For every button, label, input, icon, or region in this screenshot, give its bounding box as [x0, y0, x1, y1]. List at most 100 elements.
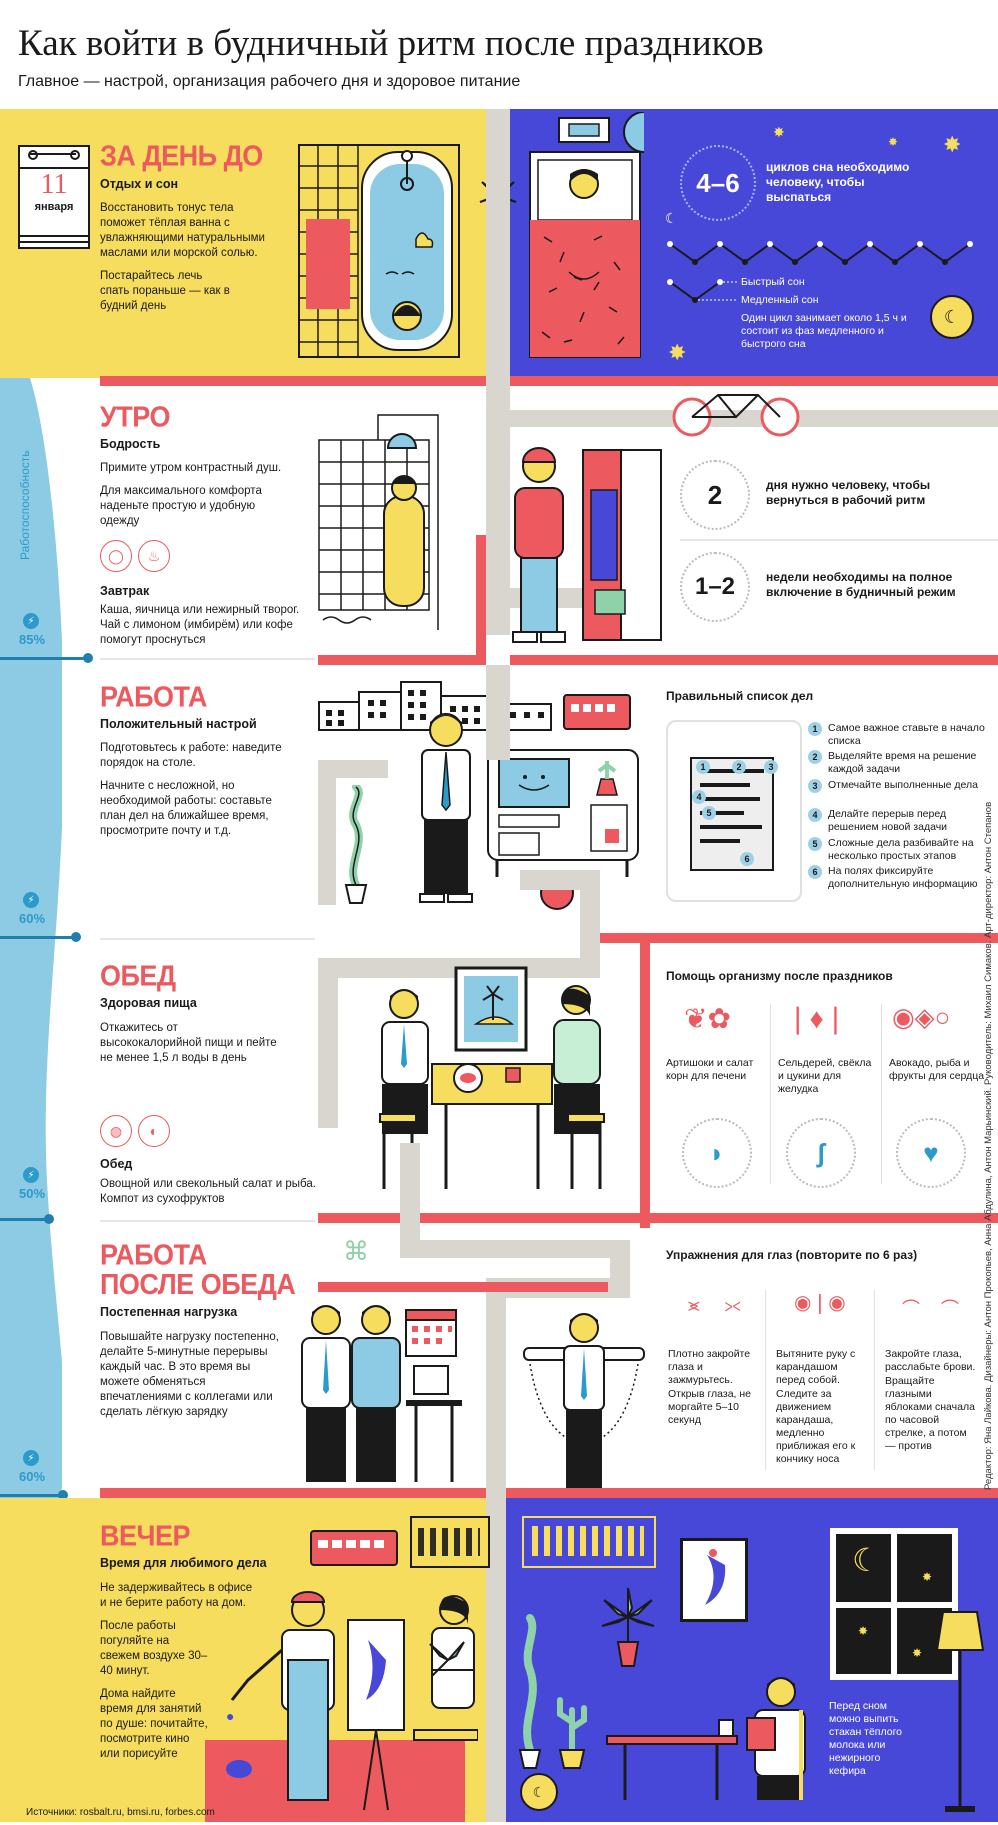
- divider: [874, 1290, 875, 1470]
- morning-p2: Для максимального комфорта наденьте прос…: [100, 485, 262, 527]
- afternoon-text: Повышайте нагрузку постепенно, делайте 5…: [100, 1331, 279, 1418]
- red-bar: [640, 943, 650, 1228]
- beet-icon: ◍: [100, 1115, 132, 1147]
- level-85: 85%: [19, 632, 46, 647]
- todo-item-4: Делайте перерыв перед решением новой зад…: [828, 808, 948, 833]
- divider: [100, 1220, 315, 1222]
- todo-number-6: 6: [808, 865, 822, 879]
- slow-sleep-label: Медленный сон: [741, 294, 819, 306]
- level-dot: [44, 1214, 54, 1224]
- todo-marker: 3: [764, 760, 778, 774]
- level-line: [0, 1218, 52, 1221]
- rhythm-weeks-text: недели необходимы на полное включение в …: [766, 570, 956, 599]
- rhythm-days-number: 2: [707, 479, 723, 510]
- eye-exercise-3a: Закройте глаза, расслабьте брови.: [885, 1348, 976, 1373]
- divider: [881, 1004, 882, 1184]
- path-segment: [486, 109, 510, 427]
- pencil-eyes-icon: ◉❘◉: [794, 1292, 846, 1314]
- breakfast-title: Завтрак: [100, 584, 150, 598]
- night-plant-illustration: [512, 1610, 602, 1775]
- sleep-cycle-graph: [665, 236, 985, 311]
- rhythm-days-circle: 2: [680, 460, 750, 530]
- star-icon: ✸: [912, 1646, 923, 1660]
- todo-item-1: Самое важное ставьте в начало списка: [828, 722, 985, 747]
- level-60-b: 60%: [19, 1469, 46, 1484]
- star-icon: ✸: [668, 340, 687, 365]
- rhythm-weeks-number: 1–2: [694, 573, 736, 600]
- evening-p1: Не задерживайтесь в офисе и не берите ра…: [100, 1582, 253, 1609]
- buildings-icon: [410, 1516, 490, 1568]
- fast-sleep-label: Быстрый сон: [741, 276, 805, 288]
- shower-illustration: [318, 410, 448, 630]
- level-60-a: 60%: [19, 911, 46, 926]
- work-p2: Начните с несложной, но необходимой рабо…: [100, 780, 272, 837]
- todo-number-1: 1: [808, 722, 822, 736]
- red-bar: [510, 376, 998, 386]
- bolt-icon: ⚡: [23, 892, 39, 908]
- liver-icon: ◗: [682, 1118, 752, 1188]
- credits: Редактор: Яна Лайкова. Дизайнеры: Антон …: [983, 801, 994, 1490]
- red-bar: [318, 1213, 998, 1223]
- todo-number-5: 5: [808, 837, 822, 851]
- lunch-text: Откажитесь от высококалорийной пищи и пе…: [100, 1022, 277, 1064]
- divider: [100, 938, 315, 940]
- star-icon: ✸: [773, 124, 785, 140]
- lunch-meal-text: Овощной или свекольный салат и рыба. Ком…: [100, 1178, 316, 1205]
- morning-title: УТРО: [100, 401, 170, 433]
- picture-frame: [680, 1538, 748, 1622]
- todo-marker: 4: [692, 790, 706, 804]
- sleep-cycles-text: циклов сна необходимо человеку, чтобы вы…: [766, 160, 910, 204]
- level-dot: [71, 932, 81, 942]
- todo-number-4: 4: [808, 808, 822, 822]
- star-icon: ✸: [922, 1570, 933, 1584]
- celery-icon: ❘♦❘: [786, 1003, 848, 1034]
- reading-man-illustration: [605, 1580, 815, 1800]
- calendar-icon: 11 января: [18, 145, 90, 249]
- egg-icon: ◯: [100, 540, 132, 572]
- morning-subtitle: Бодрость: [100, 437, 161, 451]
- eye-exercises-title: Упражнения для глаз (повторите по 6 раз): [666, 1248, 918, 1262]
- sleep-cycle-note: Один цикл занимает около 1,5 ч и состоит…: [741, 312, 907, 350]
- divider: [765, 1290, 766, 1470]
- businessman-illustration: [410, 710, 480, 906]
- sleep-cycles-circle: 4–6: [680, 145, 756, 221]
- todo-number-2: 2: [808, 750, 822, 764]
- path-segment: [400, 1143, 420, 1258]
- palm-plant-icon: [598, 1582, 658, 1677]
- bolt-icon: ⚡: [23, 1450, 39, 1466]
- work-p1: Подготовьтесь к работе: наведите порядок…: [100, 742, 282, 769]
- morning-p1: Примите утром контрастный душ.: [100, 462, 282, 474]
- cactus-icon: ⌘: [343, 1236, 369, 1266]
- star-icon: ✸: [858, 1624, 869, 1638]
- plant-tall-icon: [338, 783, 374, 910]
- level-line: [0, 657, 88, 660]
- todo-marker: 2: [732, 760, 746, 774]
- health-help-title: Помощь организму после праздников: [666, 969, 893, 983]
- morning-text: Примите утром контрастный душ. Для макси…: [100, 461, 290, 537]
- todo-number-3: 3: [808, 779, 822, 793]
- red-bar: [476, 535, 486, 655]
- todo-marker: 6: [740, 852, 754, 866]
- path-segment: [610, 1240, 630, 1278]
- evening-text: Не задерживайтесь в офисе и не берите ра…: [100, 1581, 260, 1770]
- calendar-day: 11: [40, 169, 68, 200]
- afternoon-title: РАБОТА ПОСЛЕ ОБЕДА: [100, 1239, 296, 1300]
- bed-illustration: [524, 111, 665, 362]
- afternoon-title-line1: РАБОТА: [100, 1239, 207, 1272]
- star-icon: ✸: [888, 135, 899, 149]
- floor-lamp: [935, 1610, 985, 1816]
- divider: [680, 539, 998, 541]
- lunch-meal-title: Обед: [100, 1157, 133, 1171]
- todo-marker: 1: [696, 760, 710, 774]
- health-help-heart: Авокадо, рыба и фрукты для сердца: [889, 1057, 985, 1082]
- sources: Источники: rosbalt.ru, bmsi.ru, forbes.c…: [26, 1807, 215, 1818]
- red-bar: [100, 1488, 486, 1498]
- eye-exercise-1a: Плотно закройте глаза и зажмурьтесь.: [668, 1348, 751, 1386]
- todo-list-title: Правильный список дел: [666, 689, 814, 703]
- star-icon: ✸: [943, 132, 962, 157]
- work-text: Подготовьтесь к работе: наведите порядок…: [100, 741, 290, 847]
- page-subtitle: Главное — настрой, организация рабочего …: [18, 73, 521, 90]
- divider: [770, 1004, 771, 1184]
- heart-icon: ♥: [896, 1118, 966, 1188]
- level-50: 50%: [19, 1186, 46, 1201]
